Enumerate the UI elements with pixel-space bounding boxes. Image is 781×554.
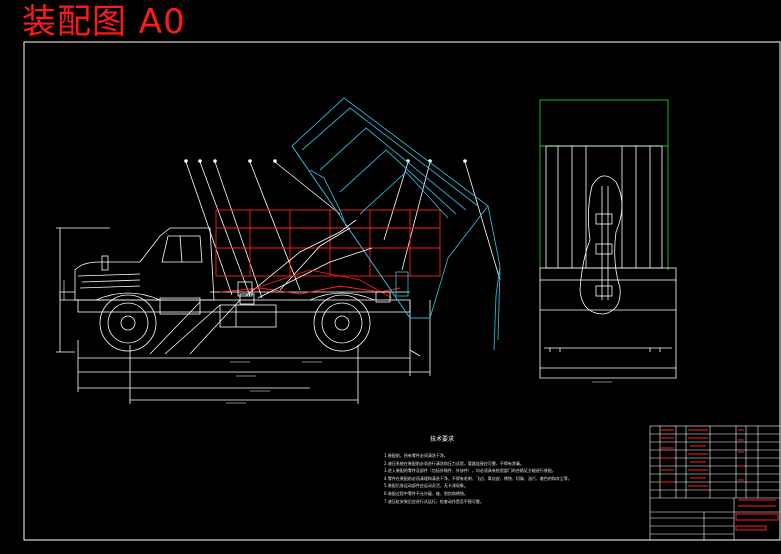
rear-wheel: [313, 294, 371, 352]
note-line: 2.液压系统在装配前必须进行清洗和压力试验，管路连接应可靠，不得有渗漏。: [384, 460, 524, 466]
note-line: 3.进入装配的零件及部件（包括外购件、外协件），均必须具有检验部门的合格证方能进…: [384, 468, 556, 474]
dump-body-lowered: [215, 209, 441, 295]
end-view: [539, 99, 677, 379]
dimension-marks: [63, 280, 612, 404]
note-line: 4.零件在装配前必须清理和清洗干净，不得有毛刺、飞边、氧化皮、锈蚀、切屑、油污、…: [384, 475, 572, 481]
side-view: [56, 159, 501, 404]
dump-body-tipped: [291, 97, 501, 351]
lift-arm-outline: [579, 175, 623, 315]
truck-cab: [74, 227, 215, 301]
drawing-frame: [23, 41, 781, 541]
lift-mechanism: [237, 219, 393, 305]
note-line: 7.液压缸安装后应进行试运行，检查动作是否平稳可靠。: [384, 498, 484, 504]
chassis-frame: [77, 299, 411, 313]
note-line: 6.装配过程中零件不允许磕、碰、划伤和锈蚀。: [384, 490, 468, 496]
technical-notes: 1.装配前，所有零件必须清洗干净。 2.液压系统在装配前必须进行清洗和压力试验，…: [384, 452, 614, 505]
drawing-title: 装配图 A0: [22, 2, 186, 42]
front-wheel: [99, 294, 157, 352]
title-block: [649, 425, 781, 541]
title-block-red-marks: [660, 429, 779, 531]
notes-title: 技术要求: [430, 436, 455, 443]
note-line: 1.装配前，所有零件必须清洗干净。: [384, 453, 448, 458]
note-line: 5.装配后各运动部件应运动灵活，无卡滞现象。: [384, 483, 468, 489]
